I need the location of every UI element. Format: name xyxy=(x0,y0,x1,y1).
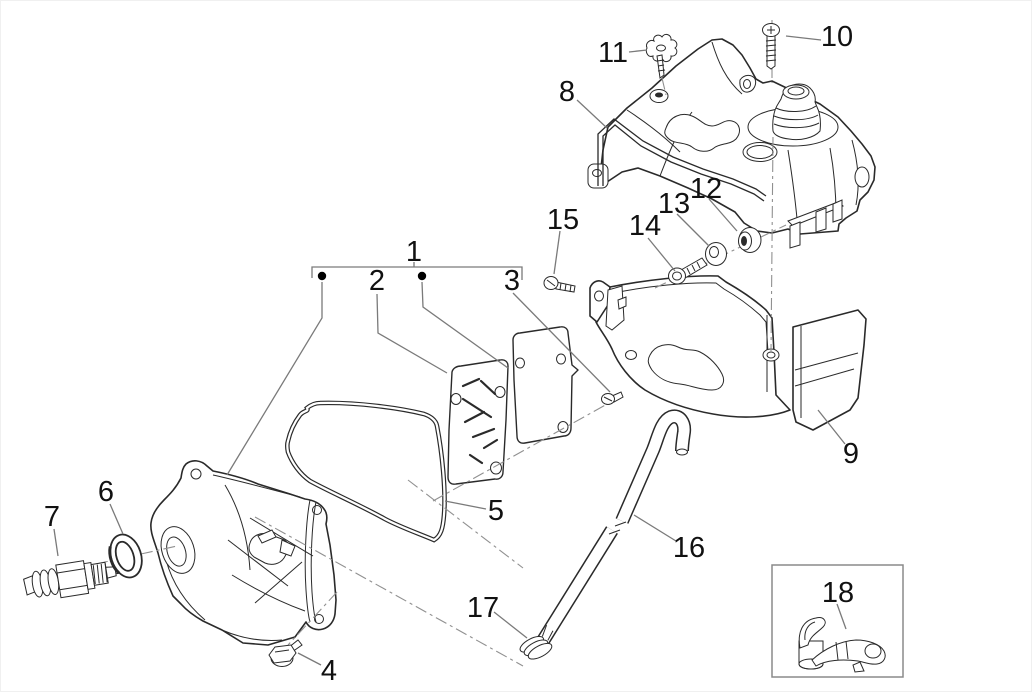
callout-12: 12 xyxy=(690,173,722,205)
upper-cover xyxy=(595,38,876,249)
axis-line-1 xyxy=(770,136,774,353)
grommet-12 xyxy=(738,227,762,253)
leader-14 xyxy=(647,237,676,272)
callout-17: 17 xyxy=(467,592,499,624)
callout-16: 16 xyxy=(673,532,705,564)
callout-9: 9 xyxy=(843,438,859,470)
leader-18 xyxy=(836,603,847,630)
hose-clamp xyxy=(519,624,554,660)
leader-11 xyxy=(628,49,648,53)
axis-line-6 xyxy=(254,516,524,667)
callout-15: 15 xyxy=(547,204,579,236)
axis-line-2 xyxy=(661,77,667,96)
lower-cover-right-block xyxy=(792,309,867,431)
group-bracket-bar xyxy=(311,266,523,280)
screw-14 xyxy=(668,257,708,285)
callout-1: 1 xyxy=(406,236,422,268)
clamp-18 xyxy=(798,617,886,673)
ear-hole xyxy=(854,166,870,188)
leader-8 xyxy=(576,99,608,129)
leader-4 xyxy=(297,652,322,666)
group-dot-leader-1 xyxy=(226,282,323,476)
group-dot-1 xyxy=(317,271,327,281)
leader-6 xyxy=(109,503,124,535)
callout-2: 2 xyxy=(369,265,385,297)
gasket-plate xyxy=(512,326,579,444)
callout-10: 10 xyxy=(821,21,853,53)
callout-5: 5 xyxy=(488,495,504,527)
star-screw-11 xyxy=(645,33,678,79)
small-parts-layer xyxy=(23,23,886,673)
leader-9 xyxy=(817,409,846,445)
plate-screw xyxy=(601,391,624,405)
mount-plate xyxy=(605,285,625,331)
leader-7 xyxy=(53,528,59,557)
baffle-plate xyxy=(447,359,509,485)
leader-5 xyxy=(444,500,487,510)
leader-13 xyxy=(676,213,710,247)
leader-15 xyxy=(553,230,561,275)
filler-cap xyxy=(772,83,821,141)
callout-14: 14 xyxy=(629,210,661,242)
callout-6: 6 xyxy=(98,476,114,508)
callout-4: 4 xyxy=(321,655,337,687)
leader-12 xyxy=(708,198,738,232)
screw-10 xyxy=(762,23,780,70)
cover-opening xyxy=(664,114,740,152)
group-dot-leader-2 xyxy=(421,281,509,369)
lower-cover-opening xyxy=(647,344,725,391)
leader-3 xyxy=(512,292,611,393)
breather-pipe xyxy=(535,409,692,650)
axis-line-7 xyxy=(407,479,524,569)
gasket-ring xyxy=(284,400,447,543)
callout-7: 7 xyxy=(44,501,60,533)
group-dot-2 xyxy=(417,271,427,281)
callout-3: 3 xyxy=(504,265,520,297)
leader-layer xyxy=(53,35,847,666)
retaining-bracket xyxy=(587,118,767,202)
screw-15 xyxy=(543,276,576,293)
lower-cover-flange xyxy=(589,280,611,323)
leader-16 xyxy=(633,514,677,542)
callout-18: 18 xyxy=(822,577,854,609)
callout-8: 8 xyxy=(559,76,575,108)
head-cover xyxy=(150,460,337,646)
callout-11: 11 xyxy=(598,37,628,69)
leader-17 xyxy=(493,611,528,639)
callout-13: 13 xyxy=(658,188,690,220)
flange-bolt xyxy=(268,639,303,667)
leader-10 xyxy=(785,35,822,41)
washer-13 xyxy=(705,242,727,266)
leader-2 xyxy=(376,293,448,374)
baffle-slots xyxy=(461,377,499,465)
seal-ring xyxy=(108,533,143,579)
lower-cover xyxy=(589,275,867,431)
spark-plug xyxy=(23,560,123,599)
